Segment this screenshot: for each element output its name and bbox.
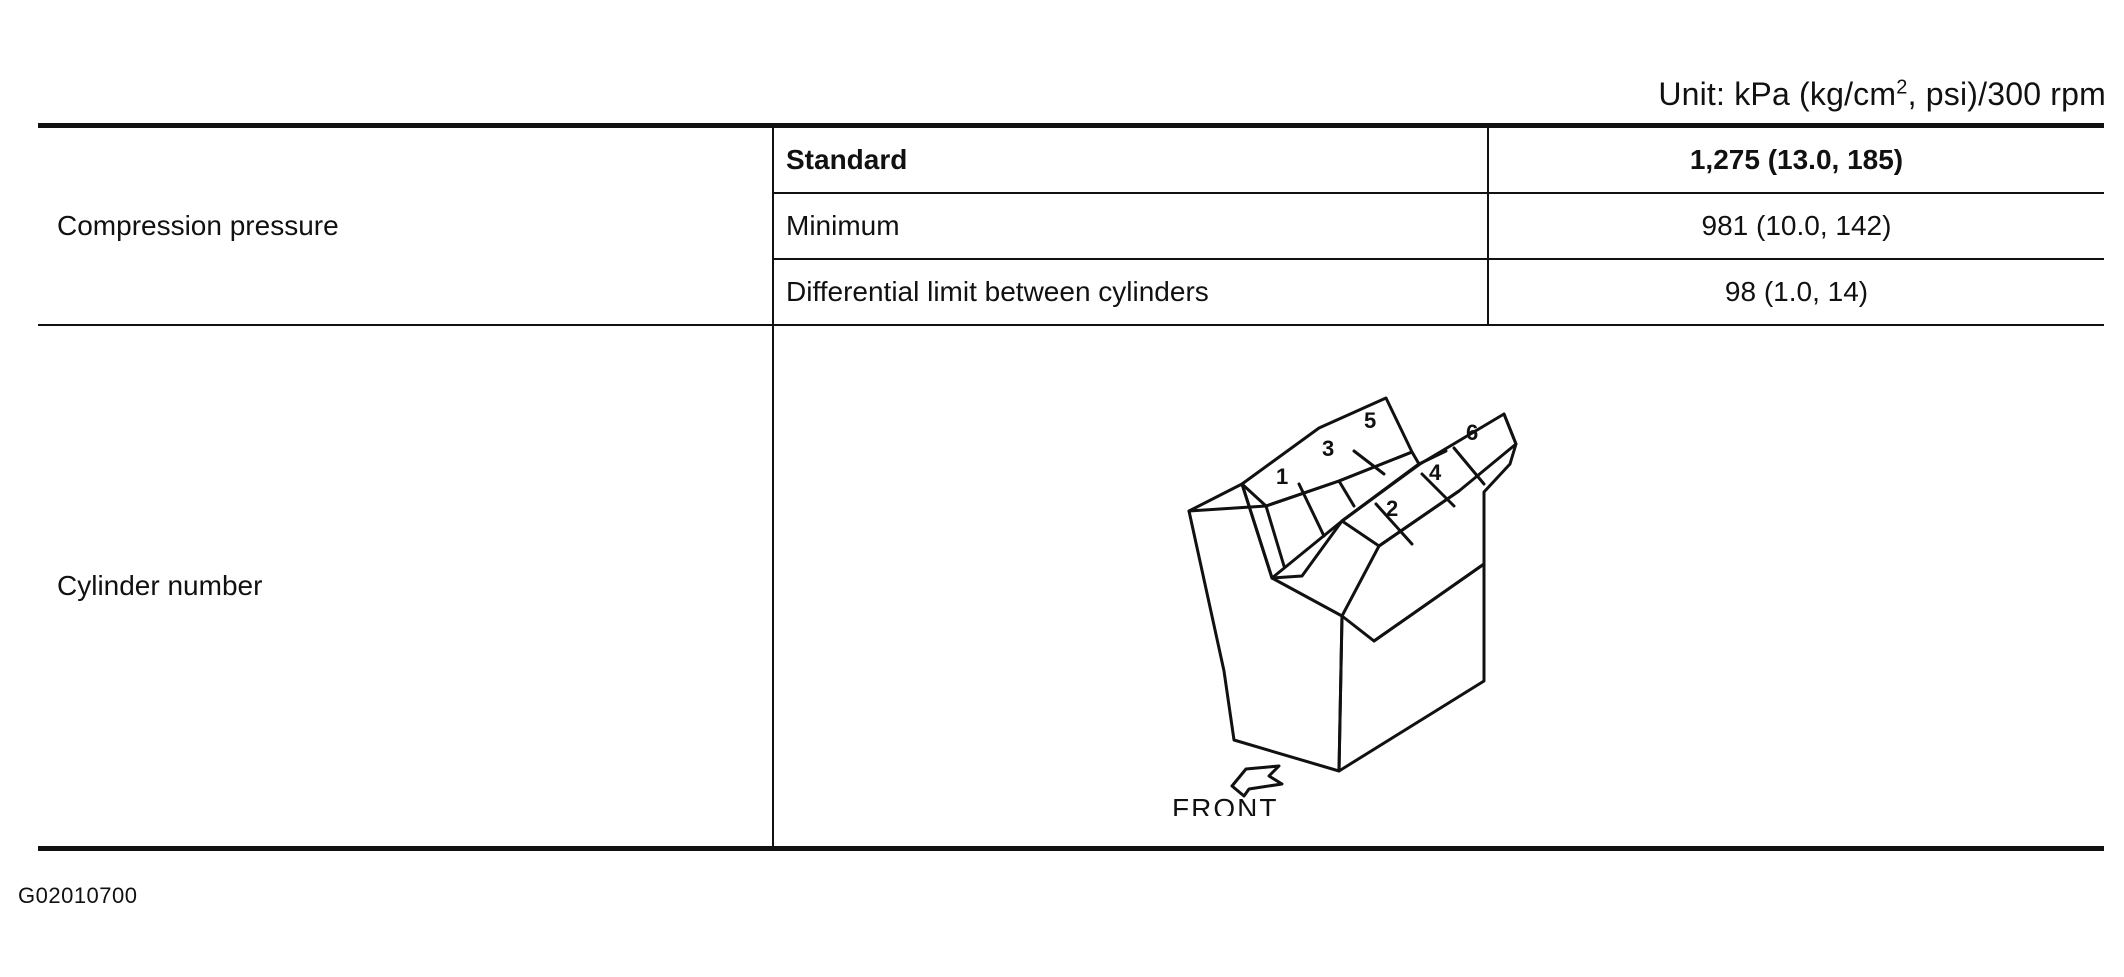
figure-code: G02010700	[18, 883, 138, 908]
valley-floor	[1270, 449, 1448, 580]
right-bank-outer-face	[1340, 412, 1518, 643]
cylinder-number-3: 3	[1322, 436, 1334, 461]
v6-engine-diagram: 1 2 3 4 5 6 FRONT	[1172, 396, 1518, 816]
table-row: Differential limit between cylinders 98 …	[38, 258, 2104, 325]
minimum-label: Minimum	[772, 192, 1488, 259]
differential-limit-value: 98 (1.0, 14)	[1487, 258, 2104, 325]
front-label: FRONT	[1172, 793, 1278, 816]
cylinder-number-6: 6	[1466, 420, 1478, 445]
cylinder-divider	[1264, 504, 1286, 568]
cylinder-number-label: Cylinder number	[38, 324, 773, 851]
unit-superscript: 2	[1896, 76, 1908, 99]
block-rear-line	[1372, 562, 1486, 643]
cylinder-divider	[1352, 449, 1386, 476]
table-row: Cylinder number	[38, 324, 2104, 851]
spec-table: Compression pressure Standard 1,275 (13.…	[38, 123, 2104, 851]
front-arrow-icon	[1230, 764, 1284, 798]
differential-limit-label: Differential limit between cylinders	[772, 258, 1488, 325]
cylinder-divider	[1297, 482, 1326, 538]
standard-label: Standard	[772, 123, 1488, 193]
block-front-face	[1337, 562, 1486, 773]
unit-suffix: , psi)/300 rpm	[1907, 76, 2106, 112]
cylinder-number-4: 4	[1429, 460, 1442, 485]
cylinder-divider	[1337, 479, 1356, 508]
minimum-value: 981 (10.0, 142)	[1487, 192, 2104, 259]
cylinder-divider	[1374, 502, 1414, 546]
compression-pressure-label: Compression pressure	[38, 123, 773, 325]
cylinder-number-5: 5	[1364, 408, 1376, 433]
standard-value: 1,275 (13.0, 185)	[1487, 123, 2104, 193]
table-row: Compression pressure Standard 1,275 (13.…	[38, 123, 2104, 325]
table-row: Minimum 981 (10.0, 142)	[38, 192, 2104, 259]
left-bank-inner-face	[1240, 450, 1421, 580]
cylinder-divider	[1452, 446, 1486, 486]
unit-prefix: Unit: kPa (kg/cm	[1658, 76, 1897, 112]
unit-note: Unit: kPa (kg/cm2, psi)/300 rpm	[1658, 76, 2106, 113]
cylinder-divider	[1420, 472, 1456, 508]
engine-diagram-cell: 1 2 3 4 5 6 FRONT	[772, 324, 2104, 851]
cylinder-number-1: 1	[1276, 464, 1288, 489]
cylinder-number-2: 2	[1386, 496, 1398, 521]
